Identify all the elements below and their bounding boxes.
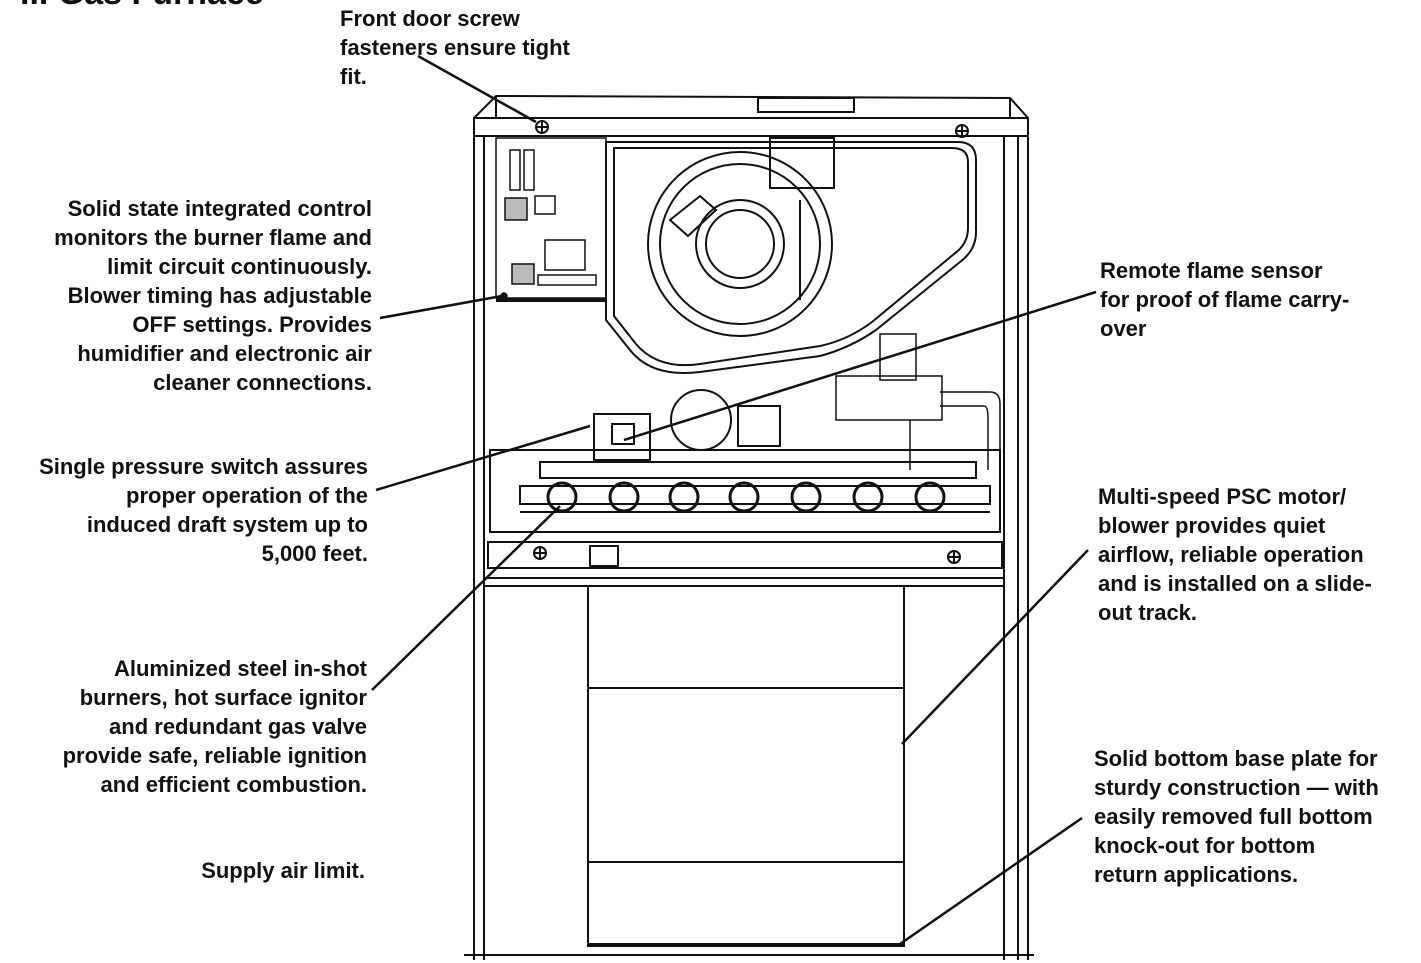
callout-line: fit. — [340, 64, 367, 89]
integrated-control-board — [495, 137, 607, 302]
screw-fastener — [535, 120, 969, 138]
callout-base-plate: Solid bottom base plate for sturdy const… — [1094, 744, 1379, 889]
callout-line: 5,000 feet. — [261, 541, 368, 566]
callout-line: Remote flame sensor — [1100, 258, 1323, 283]
burner-assembly — [489, 449, 1001, 533]
callout-line: Multi-speed PSC motor/ — [1098, 484, 1347, 509]
callout-leader-lines — [371, 54, 1097, 946]
callout-pressure-switch: Single pressure switch assures proper op… — [39, 452, 368, 568]
callout-line: monitors the burner flame and — [54, 225, 372, 250]
callout-line: provide safe, reliable ignition — [62, 743, 367, 768]
supply-air-limit — [487, 541, 1003, 569]
in-shot-burners — [546, 481, 946, 513]
blower-compartment — [484, 577, 1004, 947]
callout-line: sturdy construction — with — [1094, 775, 1379, 800]
callout-line: induced draft system up to — [86, 512, 368, 537]
callout-line: proper operation of the — [126, 483, 368, 508]
callout-line: for proof of flame carry- — [1100, 287, 1350, 312]
callout-flame-sensor: Remote flame sensor for proof of flame c… — [1100, 256, 1349, 343]
callout-line: Solid bottom base plate for — [1094, 746, 1378, 771]
callout-supply-air-limit: Supply air limit. — [201, 856, 365, 885]
callout-line: Blower timing has adjustable — [67, 283, 372, 308]
callout-line: Supply air limit. — [201, 858, 365, 883]
callout-line: humidifier and electronic air — [77, 341, 372, 366]
callout-line: easily removed full bottom — [1094, 804, 1373, 829]
callout-line: fasteners ensure tight — [340, 35, 570, 60]
callout-line: Solid state integrated control — [67, 196, 372, 221]
cabinet-outline — [464, 94, 1034, 960]
callout-line: Front door screw — [340, 6, 520, 31]
callout-line: and is installed on a slide- — [1098, 571, 1372, 596]
callout-line: and redundant gas valve — [109, 714, 367, 739]
callout-line: and efficient combustion. — [100, 772, 367, 797]
page-title-fragment: ... Gas Furnace — [20, 0, 264, 13]
callout-line: limit circuit continuously. — [107, 254, 372, 279]
callout-line: Aluminized steel in-shot — [113, 656, 367, 681]
callout-line: airflow, reliable operation — [1098, 542, 1364, 567]
callout-line: return applications. — [1094, 862, 1299, 887]
callout-line: cleaner connections. — [153, 370, 372, 395]
callout-line: knock-out for bottom — [1094, 833, 1316, 858]
callout-psc-motor: Multi-speed PSC motor/ blower provides q… — [1098, 482, 1372, 627]
callout-line: OFF settings. Provides — [132, 312, 372, 337]
gas-valve — [835, 333, 1001, 470]
callout-line: out track. — [1098, 600, 1198, 625]
callout-line: burners, hot surface ignitor — [79, 685, 367, 710]
callout-line: over — [1100, 316, 1147, 341]
inducer-blower-housing — [605, 137, 977, 374]
callout-line: blower provides quiet — [1098, 513, 1326, 538]
callout-integrated-control: Solid state integrated control monitors … — [54, 194, 372, 397]
callout-line: Single pressure switch assures — [39, 454, 368, 479]
callout-burners: Aluminized steel in-shot burners, hot su… — [63, 654, 367, 799]
callout-front-door-fasteners: Front door screw fasteners ensure tight … — [340, 4, 570, 91]
